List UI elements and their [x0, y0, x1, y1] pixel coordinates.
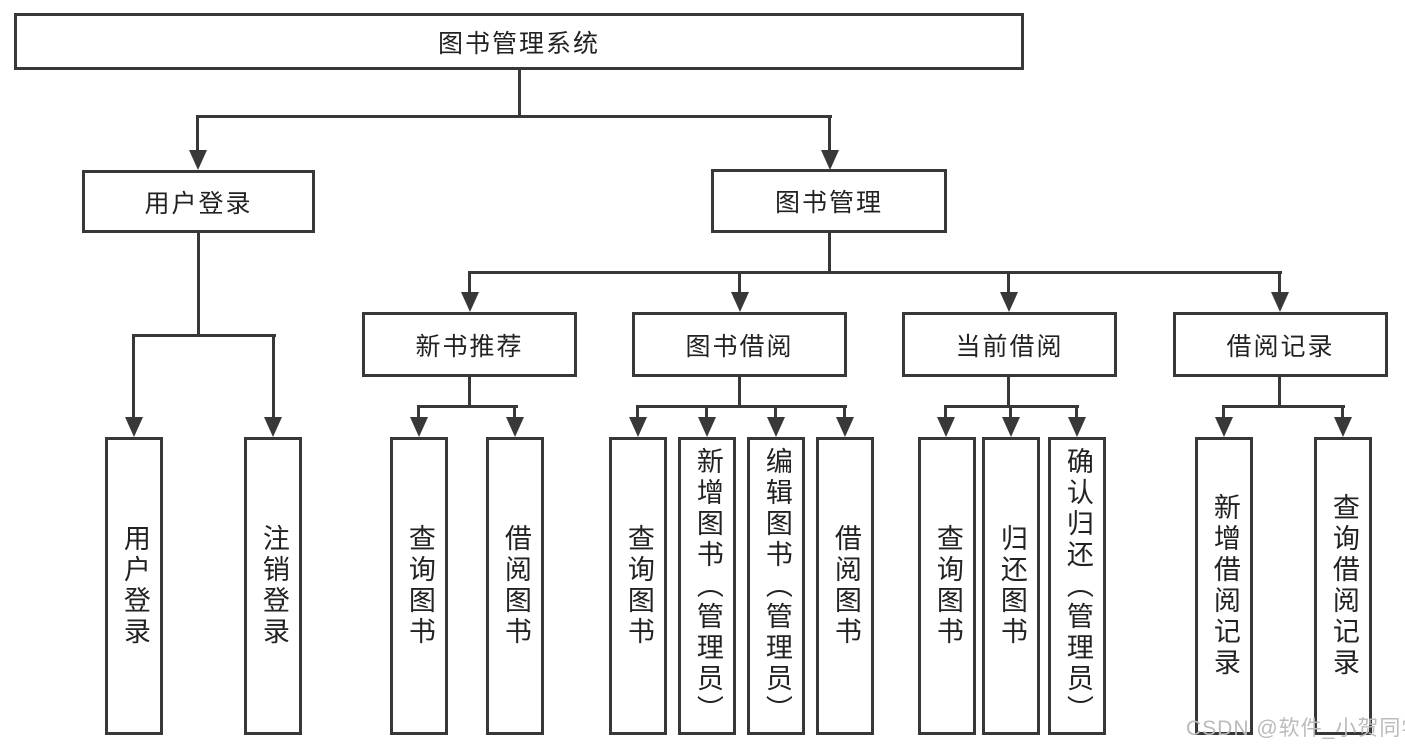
arrowhead-down-icon — [821, 150, 839, 170]
connector-vline — [272, 334, 275, 418]
node-book-management: 图书管理 — [711, 169, 947, 233]
connector-vline — [1278, 271, 1281, 294]
arrowhead-down-icon — [836, 417, 854, 437]
arrowhead-down-icon — [731, 292, 749, 312]
arrowhead-down-icon — [1000, 292, 1018, 312]
arrowhead-down-icon — [698, 417, 716, 437]
leaf-nb-borrow-books: 借阅图书 — [486, 437, 544, 735]
connector-vline — [738, 271, 741, 294]
connector-vline — [417, 405, 420, 419]
connector-vline — [636, 405, 639, 419]
arrowhead-down-icon — [1002, 417, 1020, 437]
connector-vline — [843, 405, 846, 419]
connector-vline — [828, 115, 831, 151]
connector-hline — [1222, 405, 1345, 408]
connector-vline — [1009, 405, 1012, 419]
arrowhead-down-icon — [1334, 417, 1352, 437]
connector-vline — [1278, 377, 1281, 408]
leaf-cb-query-books: 查询图书 — [918, 437, 976, 735]
node-new-book-recommend: 新书推荐 — [362, 312, 577, 377]
arrowhead-down-icon — [410, 417, 428, 437]
leaf-cb-confirm-return-admin: 确认归还（管理员） — [1048, 437, 1106, 735]
arrowhead-down-icon — [1215, 417, 1233, 437]
arrowhead-down-icon — [937, 417, 955, 437]
connector-vline — [197, 233, 200, 337]
connector-hline — [132, 334, 276, 337]
node-book-borrowing: 图书借阅 — [632, 312, 847, 377]
connector-vline — [518, 68, 521, 118]
connector-vline — [705, 405, 708, 419]
arrowhead-down-icon — [629, 417, 647, 437]
leaf-cb-return-books: 归还图书 — [982, 437, 1040, 735]
node-root-library-system: 图书管理系统 — [14, 13, 1024, 70]
arrowhead-down-icon — [461, 292, 479, 312]
connector-vline — [1075, 405, 1078, 419]
arrowhead-down-icon — [1068, 417, 1086, 437]
connector-vline — [828, 233, 831, 274]
connector-vline — [1341, 405, 1344, 419]
leaf-bb-borrow-books: 借阅图书 — [816, 437, 874, 735]
leaf-logout-login: 注销登录 — [244, 437, 302, 735]
csdn-watermark: CSDN @软件_小贺同学 — [1186, 717, 1405, 740]
leaf-bb-edit-books-admin: 编辑图书（管理员） — [747, 437, 805, 735]
connector-vline — [774, 405, 777, 419]
arrowhead-down-icon — [264, 417, 282, 437]
connector-hline — [417, 405, 518, 408]
connector-vline — [132, 334, 135, 418]
arrowhead-down-icon — [125, 417, 143, 437]
arrowhead-down-icon — [189, 150, 207, 170]
connector-vline — [468, 271, 471, 294]
node-user-login: 用户登录 — [82, 170, 315, 233]
arrowhead-down-icon — [767, 417, 785, 437]
connector-vline — [468, 377, 471, 408]
connector-vline — [738, 377, 741, 408]
leaf-br-add-record: 新增借阅记录 — [1195, 437, 1253, 735]
leaf-bb-query-books: 查询图书 — [609, 437, 667, 735]
arrowhead-down-icon — [1271, 292, 1289, 312]
connector-vline — [1007, 377, 1010, 408]
leaf-nb-query-books: 查询图书 — [390, 437, 448, 735]
leaf-user-login: 用户登录 — [105, 437, 163, 735]
connector-hline — [468, 271, 1282, 274]
arrowhead-down-icon — [506, 417, 524, 437]
node-borrowing-records: 借阅记录 — [1173, 312, 1388, 377]
connector-vline — [196, 115, 199, 151]
leaf-br-query-record: 查询借阅记录 — [1314, 437, 1372, 735]
connector-hline — [636, 405, 847, 408]
connector-vline — [944, 405, 947, 419]
connector-vline — [1222, 405, 1225, 419]
leaf-bb-add-books-admin: 新增图书（管理员） — [678, 437, 736, 735]
connector-hline — [197, 115, 832, 118]
node-current-borrowing: 当前借阅 — [902, 312, 1117, 377]
connector-vline — [513, 405, 516, 419]
connector-vline — [1007, 271, 1010, 294]
